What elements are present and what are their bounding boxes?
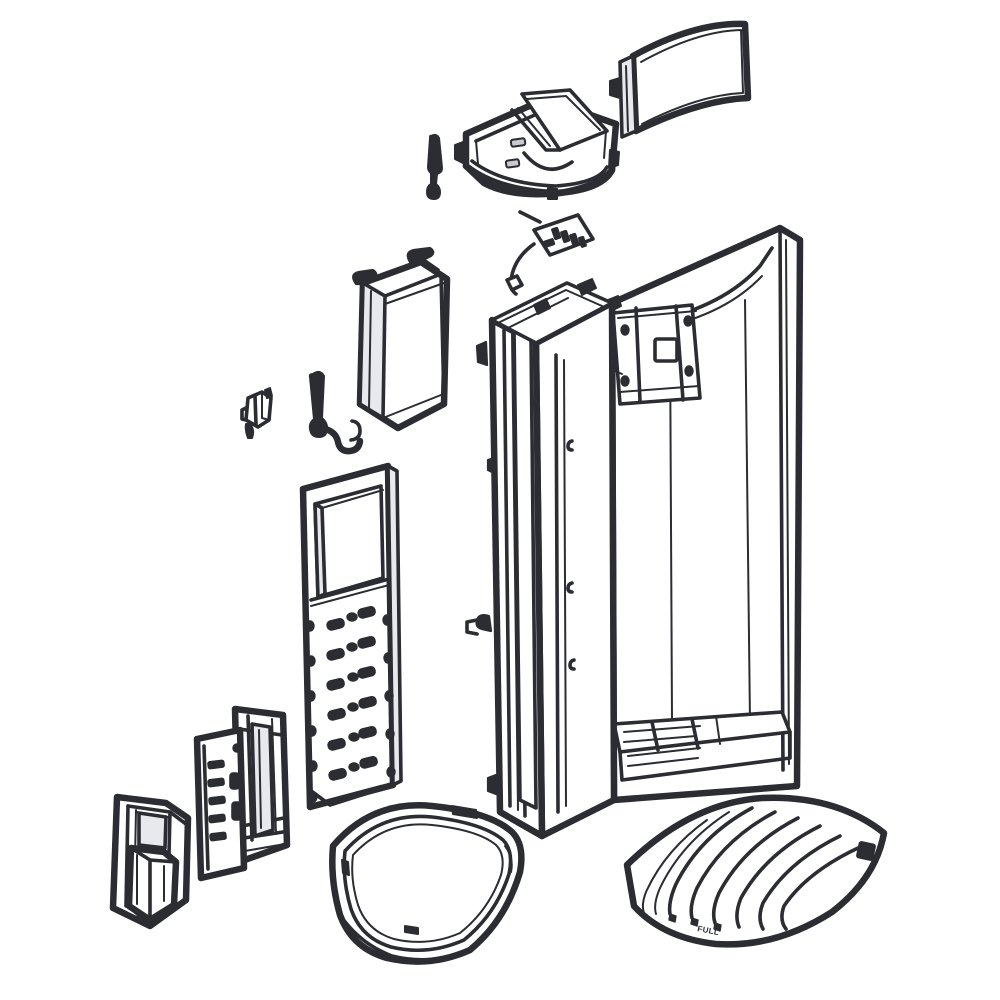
- part-control-panel: [299, 462, 403, 811]
- part-hinge-pin: [426, 133, 443, 200]
- part-freezer-door-assembly: [465, 224, 804, 840]
- tray-grid-full-label: FULL: [697, 924, 720, 937]
- actuator-vent-slots: [207, 759, 227, 842]
- part-water-lever-pad: [109, 793, 192, 930]
- part-latch-clip: [240, 387, 273, 439]
- part-crank-lever-arm: [308, 370, 364, 455]
- control-panel-display: [313, 484, 385, 599]
- control-panel-keypad: [305, 605, 396, 803]
- part-dispenser-chute-housing: [454, 88, 620, 200]
- part-drip-tray-base: [329, 802, 525, 965]
- door-floor-recess: [612, 710, 792, 782]
- part-dispenser-cover-panel: [609, 20, 752, 139]
- part-switch-connector-harness: [505, 210, 595, 296]
- door-mounting-bracket: [611, 303, 702, 406]
- tray-grid-slots: [641, 806, 860, 931]
- part-ice-bucket-cover: [352, 246, 451, 432]
- part-drip-tray-grid: FULL: [623, 794, 888, 948]
- part-dispenser-actuator-housing: [193, 705, 291, 882]
